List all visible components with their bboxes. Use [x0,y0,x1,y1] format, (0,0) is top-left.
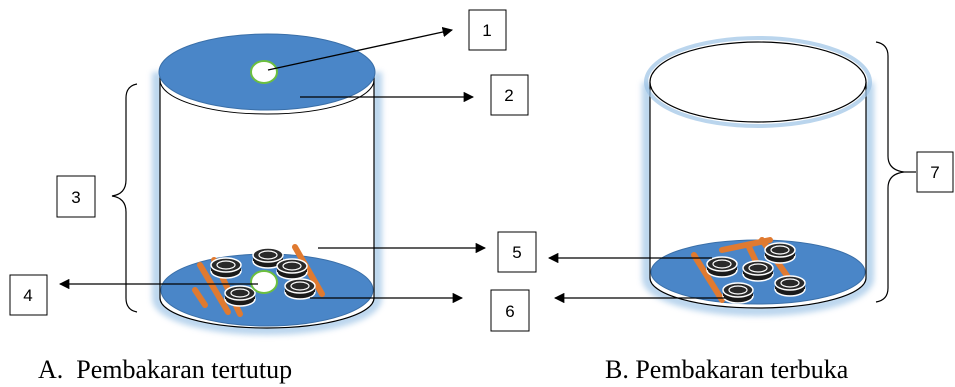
label-4: 4 [23,286,32,305]
arrow-1 [267,26,454,71]
bracket-3 [111,83,138,313]
label-6: 6 [505,302,514,321]
open-burner-cylinder [642,36,874,316]
label-box-4: 4 [9,274,48,316]
open-top-rim [649,41,867,123]
caption-closed: A. Pembakaran tertutup [38,355,292,384]
label-5: 5 [512,243,521,262]
bracket-7 [875,41,905,303]
bottom-air-hole [250,270,278,294]
label-2: 2 [504,86,513,105]
label-1: 1 [482,21,491,40]
label-box-2: 2 [490,74,529,116]
label-box-6: 6 [490,289,530,332]
caption-open: B. Pembakaran terbuka [605,355,849,384]
lid-hole [250,60,278,84]
label-box-7: 7 [916,151,954,193]
label-box-1: 1 [468,9,507,51]
label-box-3: 3 [56,175,96,218]
label-7: 7 [930,163,939,182]
label-box-5: 5 [497,231,537,273]
label-3: 3 [71,188,80,207]
closed-burner-cylinder [152,33,382,335]
